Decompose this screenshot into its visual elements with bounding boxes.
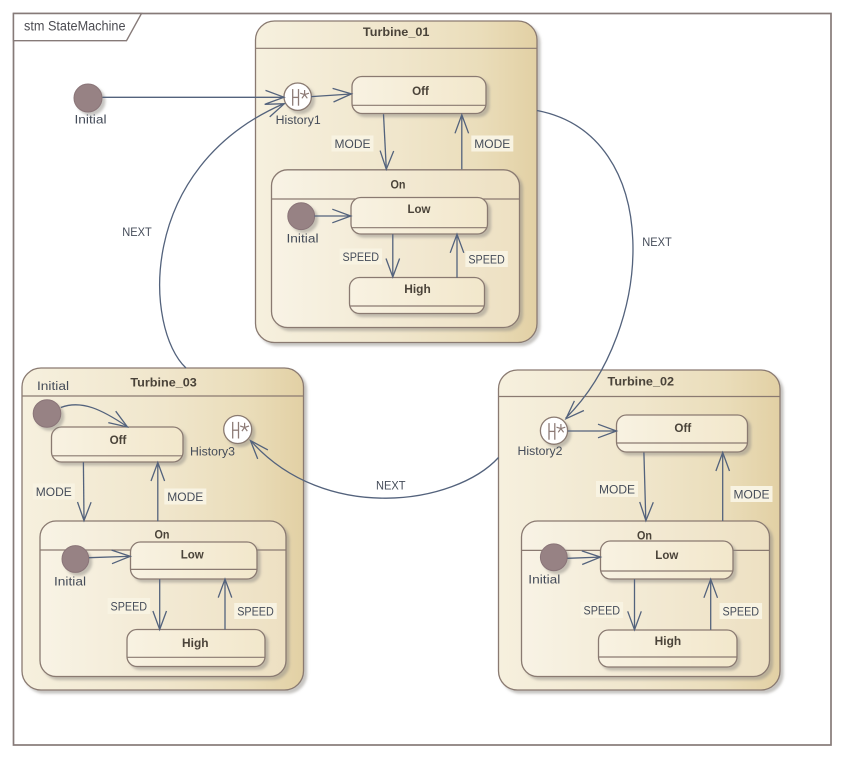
svg-text:Low: Low bbox=[655, 548, 679, 562]
svg-text:History2: History2 bbox=[518, 446, 563, 458]
svg-text:MODE: MODE bbox=[734, 490, 770, 502]
svg-text:History1: History1 bbox=[276, 115, 321, 127]
svg-text:History3: History3 bbox=[190, 447, 235, 459]
svg-text:Low: Low bbox=[408, 202, 432, 216]
svg-text:Initial: Initial bbox=[37, 381, 69, 393]
svg-text:Off: Off bbox=[412, 84, 430, 98]
svg-text:stm StateMachine: stm StateMachine bbox=[24, 18, 126, 33]
svg-text:MODE: MODE bbox=[167, 492, 203, 504]
svg-text:Off: Off bbox=[674, 421, 692, 435]
svg-text:On: On bbox=[391, 178, 406, 192]
svg-text:SPEED: SPEED bbox=[468, 255, 505, 267]
svg-text:SPEED: SPEED bbox=[343, 252, 380, 264]
svg-text:Initial: Initial bbox=[75, 115, 107, 127]
svg-text:SPEED: SPEED bbox=[111, 602, 148, 614]
svg-text:On: On bbox=[637, 529, 652, 543]
svg-text:NEXT: NEXT bbox=[642, 237, 672, 249]
svg-text:MODE: MODE bbox=[335, 139, 371, 151]
svg-text:Low: Low bbox=[181, 548, 205, 562]
svg-text:Initial: Initial bbox=[287, 233, 319, 245]
svg-text:MODE: MODE bbox=[474, 139, 510, 151]
svg-text:MODE: MODE bbox=[599, 485, 635, 497]
svg-text:NEXT: NEXT bbox=[376, 481, 406, 493]
svg-text:High: High bbox=[182, 636, 209, 650]
svg-text:On: On bbox=[155, 528, 170, 542]
svg-text:Initial: Initial bbox=[528, 575, 560, 587]
svg-text:Turbine_01: Turbine_01 bbox=[363, 25, 430, 39]
svg-text:SPEED: SPEED bbox=[237, 607, 274, 619]
svg-text:NEXT: NEXT bbox=[122, 227, 152, 239]
svg-text:SPEED: SPEED bbox=[723, 607, 760, 619]
svg-text:Turbine_03: Turbine_03 bbox=[130, 376, 197, 390]
svg-text:High: High bbox=[655, 634, 682, 648]
svg-text:Turbine_02: Turbine_02 bbox=[608, 375, 675, 389]
svg-text:Off: Off bbox=[110, 433, 128, 447]
svg-text:High: High bbox=[404, 282, 431, 296]
svg-text:Initial: Initial bbox=[54, 577, 86, 589]
svg-text:MODE: MODE bbox=[36, 487, 72, 499]
svg-text:SPEED: SPEED bbox=[584, 606, 621, 618]
